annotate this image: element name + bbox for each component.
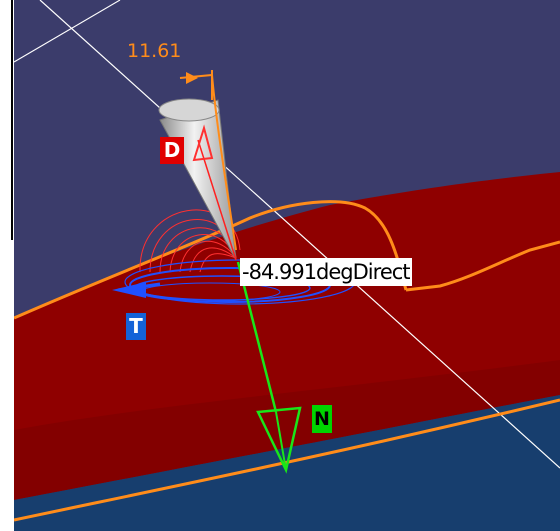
badge-d-bg (160, 137, 184, 164)
normal-vector[interactable] (236, 261, 278, 413)
draft-line (197, 139, 237, 261)
badge-n-bg (312, 405, 332, 433)
upper-edge-curve (13, 200, 408, 320)
upper-edge-step (405, 240, 560, 292)
red-surface-lower (14, 360, 560, 500)
dimension-arrow-icon (186, 72, 198, 84)
badge-t-bg (126, 313, 146, 340)
draft-cone-top (158, 98, 220, 122)
tangent-badge[interactable]: T (129, 314, 143, 338)
normal-arrow-stem (275, 411, 287, 471)
dimension-value-label[interactable]: 11.61 (127, 40, 182, 62)
reference-line-left (13, 0, 121, 63)
normal-badge[interactable]: N (314, 408, 330, 430)
angle-value-label[interactable]: -84.991degDirect (240, 258, 412, 286)
draft-arrow-icon (192, 124, 214, 162)
reference-line (39, 0, 560, 469)
lower-edge-curve (13, 398, 560, 522)
viewport-left-margin (0, 0, 14, 531)
tangent-arrow-icon (112, 282, 146, 298)
normal-arrow-icon (256, 406, 302, 474)
draft-direction-badge[interactable]: D (163, 138, 181, 162)
viewport-left-rule (11, 0, 13, 240)
